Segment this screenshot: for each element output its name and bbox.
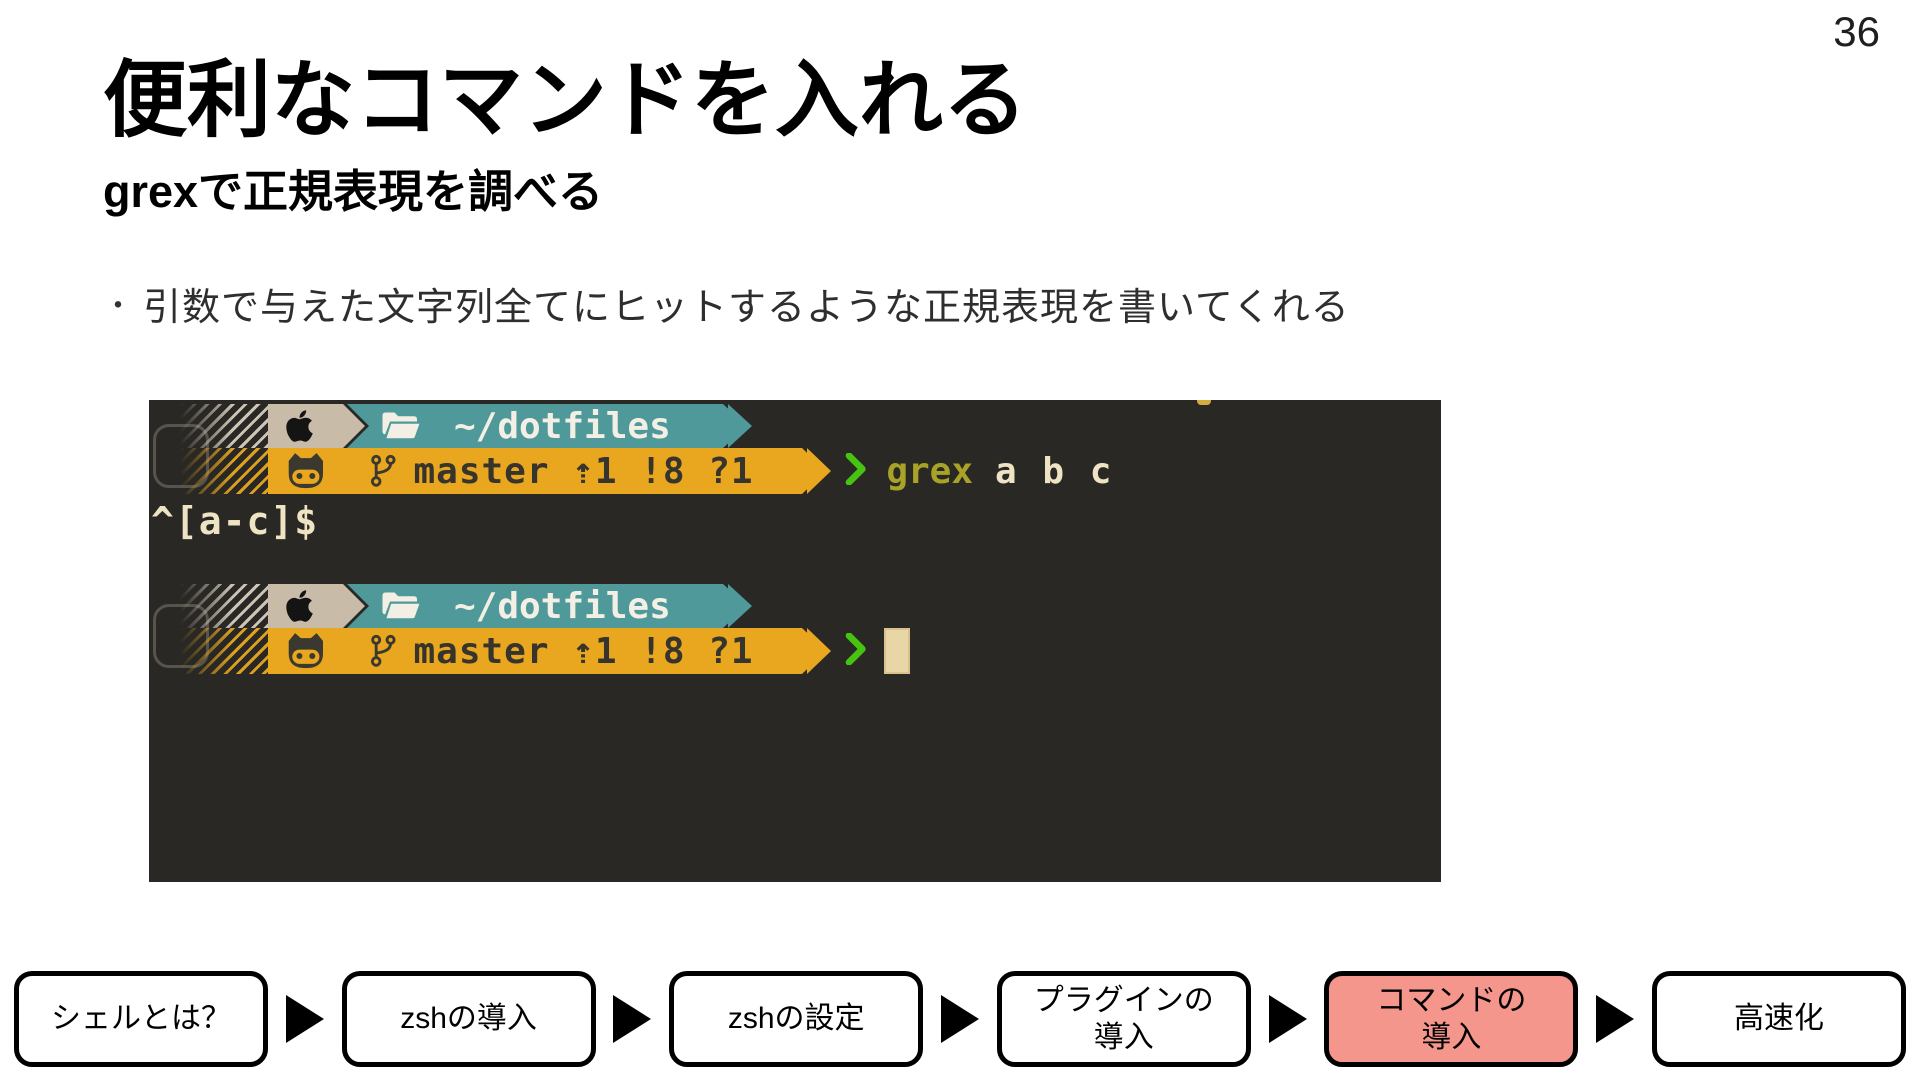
spacer <box>149 584 180 628</box>
prompt-chevron-icon <box>845 632 866 669</box>
path-segment: ~/dotfiles <box>347 404 747 448</box>
prompt-line-git: master ⇡1 !8 ?1 <box>149 628 1441 674</box>
powerline-arrow-tip <box>728 404 752 448</box>
terminal-screenshot: ~/dotfiles <box>149 400 1441 882</box>
stripe-decoration-yellow <box>180 628 268 674</box>
prompt-block-2: ~/dotfiles <box>149 584 1441 674</box>
bullet-marker: ・ <box>103 290 133 324</box>
nav-step-speedup[interactable]: 高速化 <box>1651 971 1906 1067</box>
command-name: grex <box>886 450 974 492</box>
prompt-block-1: ~/dotfiles <box>149 404 1441 548</box>
flow-arrow-icon <box>285 995 324 1043</box>
folder-icon <box>381 411 420 441</box>
stripe-decoration-gray <box>180 584 268 628</box>
git-status-text: master ⇡1 !8 ?1 <box>413 630 754 672</box>
os-segment <box>268 404 365 448</box>
page-number: 36 <box>1833 8 1880 55</box>
folder-icon <box>381 591 420 621</box>
command-output: ^[a-c]$ <box>151 499 319 543</box>
octocat-icon <box>283 631 329 671</box>
flow-arrow-icon <box>940 995 979 1043</box>
powerline-arrow-tip <box>728 584 752 628</box>
prompt-line-path: ~/dotfiles <box>149 404 1441 448</box>
command-line: grex a b c <box>886 451 1113 492</box>
command-args: a b c <box>995 450 1114 492</box>
prompt-line-path: ~/dotfiles <box>149 584 1441 628</box>
spacer <box>149 404 180 448</box>
apple-icon <box>286 408 313 444</box>
prompt-line-git: master ⇡1 !8 ?1 grex a b c <box>149 448 1441 494</box>
terminal-cursor <box>884 628 911 674</box>
git-segment: master ⇡1 !8 ?1 <box>268 628 826 674</box>
spacer <box>149 628 180 674</box>
git-branch-icon <box>369 634 398 668</box>
bullet-text: 引数で与えた文字列全てにヒットするような正規表現を書いてくれる <box>143 286 1350 329</box>
git-status-text: master ⇡1 !8 ?1 <box>413 450 754 492</box>
slide-subtitle: grexで正規表現を調べる <box>103 165 604 217</box>
nav-step-zsh-config[interactable]: zshの設定 <box>669 971 924 1067</box>
nav-step-commands-active[interactable]: コマンドの 導入 <box>1324 971 1579 1067</box>
prompt-path: ~/dotfiles <box>454 405 671 447</box>
bullet-item: ・ 引数で与えた文字列全てにヒットするような正規表現を書いてくれる <box>103 276 1920 331</box>
flow-arrow-icon <box>1268 995 1307 1043</box>
apple-icon <box>286 588 313 624</box>
stripe-decoration-gray <box>180 404 268 448</box>
slide-title: 便利なコマンドを入れる <box>103 53 1028 147</box>
prompt-chevron-icon <box>845 452 866 489</box>
octocat-icon <box>283 451 329 491</box>
nav-step-zsh-install[interactable]: zshの導入 <box>341 971 596 1067</box>
git-segment: master ⇡1 !8 ?1 <box>268 448 826 494</box>
nav-step-what-is-shell[interactable]: シェルとは？ <box>14 971 268 1067</box>
flow-arrow-icon <box>1596 995 1635 1043</box>
powerline-arrow-tip <box>807 628 831 674</box>
os-segment <box>268 584 365 628</box>
stripe-decoration-yellow <box>180 448 268 494</box>
path-segment: ~/dotfiles <box>347 584 747 628</box>
powerline-arrow-tip <box>807 448 831 494</box>
terminal-top-fragment <box>1197 400 1211 405</box>
nav-step-plugins[interactable]: プラグインの 導入 <box>996 971 1251 1067</box>
spacer <box>149 448 180 494</box>
agenda-flow: シェルとは？ zshの導入 zshの設定 プラグインの 導入 コマンドの 導入 … <box>14 970 1906 1068</box>
prompt-path: ~/dotfiles <box>454 585 671 627</box>
git-branch-icon <box>369 454 398 488</box>
flow-arrow-icon <box>613 995 652 1043</box>
